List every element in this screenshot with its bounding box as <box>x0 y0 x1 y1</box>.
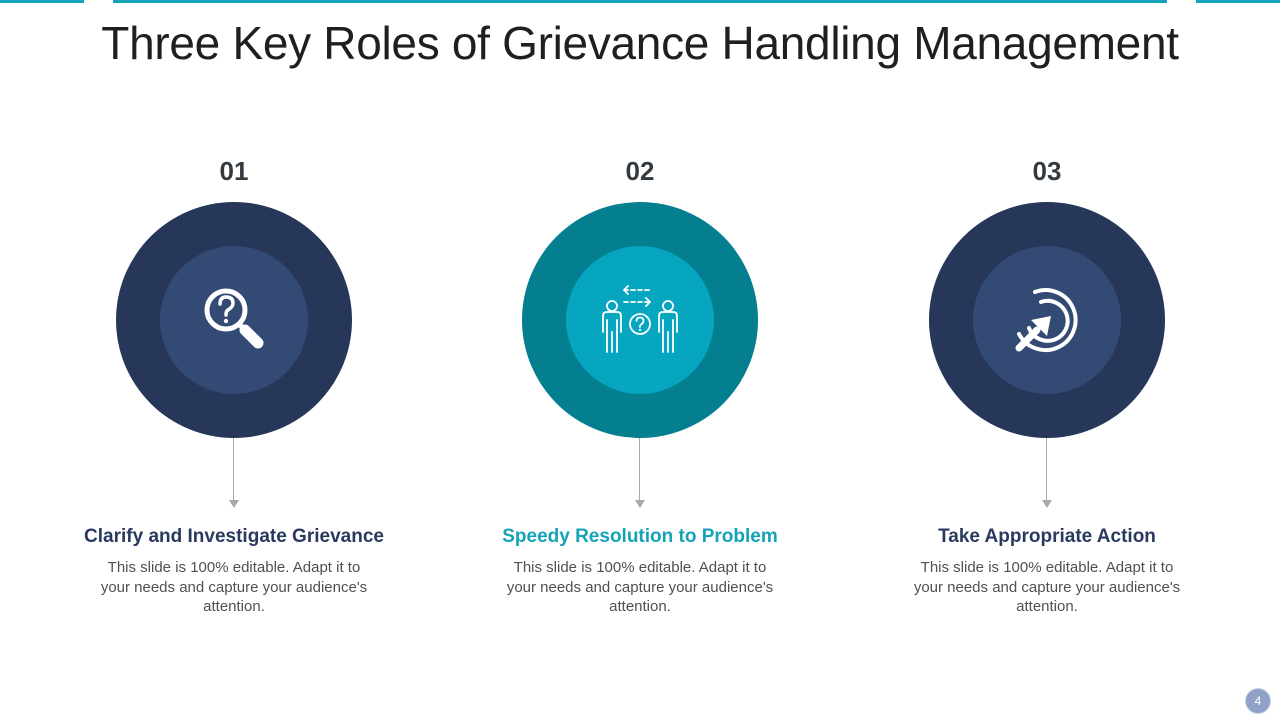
step-number: 03 <box>1032 156 1062 186</box>
inner-circle <box>973 246 1121 394</box>
top-accent-line-left <box>0 0 84 3</box>
role-heading: Take Appropriate Action <box>938 526 1156 547</box>
step-number: 01 <box>219 156 249 186</box>
role-description: This slide is 100% editable. Adapt it to… <box>100 559 368 615</box>
page-number-badge: 4 <box>1245 688 1271 714</box>
connector-line <box>1046 438 1047 500</box>
connector-line <box>639 438 640 500</box>
magnifier-question-icon <box>204 288 264 349</box>
role-heading: Speedy Resolution to Problem <box>502 526 778 547</box>
outer-circle <box>929 202 1165 438</box>
step-number: 02 <box>625 156 655 186</box>
people-exchange-icon <box>602 285 678 353</box>
target-arrow-icon <box>1015 288 1078 353</box>
top-accent-line-center <box>113 0 1167 3</box>
outer-circle <box>522 202 758 438</box>
role-description: This slide is 100% editable. Adapt it to… <box>506 559 774 615</box>
role-card-2: 02 <box>480 150 800 630</box>
role-card-1: 01 Clarify and Investigate Grievance Thi… <box>74 150 394 630</box>
role-card-3: 03 Take Appropriate Action This slide is… <box>887 150 1207 630</box>
connector-line <box>233 438 234 500</box>
role-heading: Clarify and Investigate Grievance <box>84 526 384 547</box>
inner-circle <box>566 246 714 394</box>
connector-arrowhead <box>635 500 645 508</box>
outer-circle <box>116 202 352 438</box>
connector-arrowhead <box>1042 500 1052 508</box>
top-accent-line-right <box>1196 0 1280 3</box>
role-description: This slide is 100% editable. Adapt it to… <box>913 559 1181 615</box>
inner-circle <box>160 246 308 394</box>
slide-title: Three Key Roles of Grievance Handling Ma… <box>101 17 1179 69</box>
connector-arrowhead <box>229 500 239 508</box>
